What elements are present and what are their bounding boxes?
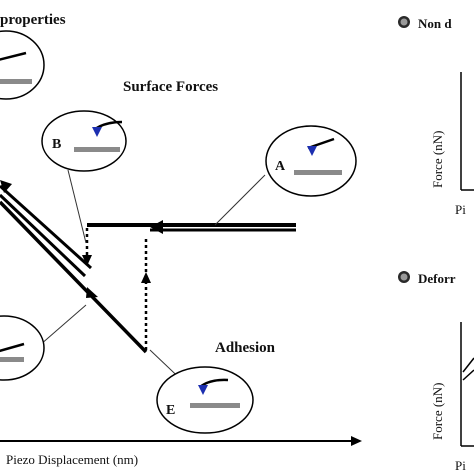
surface-forces-label: Surface Forces (123, 79, 218, 95)
tip-icon (307, 146, 317, 156)
side-panel-top-y-axis-label: Force (nN) (430, 131, 445, 188)
unloading-arrow-icon (86, 287, 98, 298)
sample-surface-icon (74, 147, 120, 152)
side-panel-top: Non d Force (nN) Pi (398, 16, 474, 217)
inset-b: B (41, 110, 127, 172)
cantilever-icon (0, 342, 25, 353)
sample-surface-icon (294, 170, 342, 175)
inset-d (0, 315, 45, 381)
tip-icon (198, 385, 208, 395)
loading-arrow-icon (0, 180, 12, 193)
sample-surface-icon (190, 403, 240, 408)
bullet-icon-inner (400, 273, 408, 281)
tip-icon (92, 127, 102, 137)
pull-off-arrow-icon (141, 272, 151, 283)
bullet-icon-inner (400, 18, 408, 26)
loading-line-2 (0, 193, 87, 278)
side-panel-bottom-curve (462, 357, 474, 373)
properties-label: properties (0, 12, 66, 28)
side-panel-bottom-curve-2 (462, 369, 474, 381)
side-panel-top-legend: Non d (418, 16, 452, 31)
leader-line-d (39, 304, 87, 346)
cantilever-icon (0, 51, 27, 61)
inset-a: A (265, 125, 357, 197)
loading-line (0, 184, 93, 270)
leader-line-a (214, 174, 266, 226)
approach-arrow-icon (150, 220, 163, 234)
inset-a-letter: A (275, 159, 286, 174)
inset-e: E (156, 366, 254, 434)
unloading-line (0, 200, 148, 354)
side-panel-bottom-y-axis-label: Force (nN) (430, 383, 445, 440)
side-panel-bottom-x-axis-label: Pi (455, 458, 466, 473)
side-panel-bottom: Deforr Force (nN) Pi (398, 271, 474, 473)
inset-top-left (0, 30, 45, 100)
main-x-axis-arrow-icon (351, 436, 362, 446)
leader-line-b (67, 169, 87, 244)
sample-surface-icon (0, 357, 24, 362)
inset-e-letter: E (166, 403, 175, 418)
adhesion-label: Adhesion (215, 340, 276, 356)
sample-surface-icon (0, 79, 32, 84)
side-panel-bottom-legend: Deforr (418, 271, 456, 286)
jump-to-contact-arrow-icon (82, 255, 92, 266)
inset-b-letter: B (52, 137, 61, 152)
side-panel-top-x-axis-label: Pi (455, 202, 466, 217)
main-x-axis-label: Piezo Displacement (nm) (6, 452, 138, 467)
